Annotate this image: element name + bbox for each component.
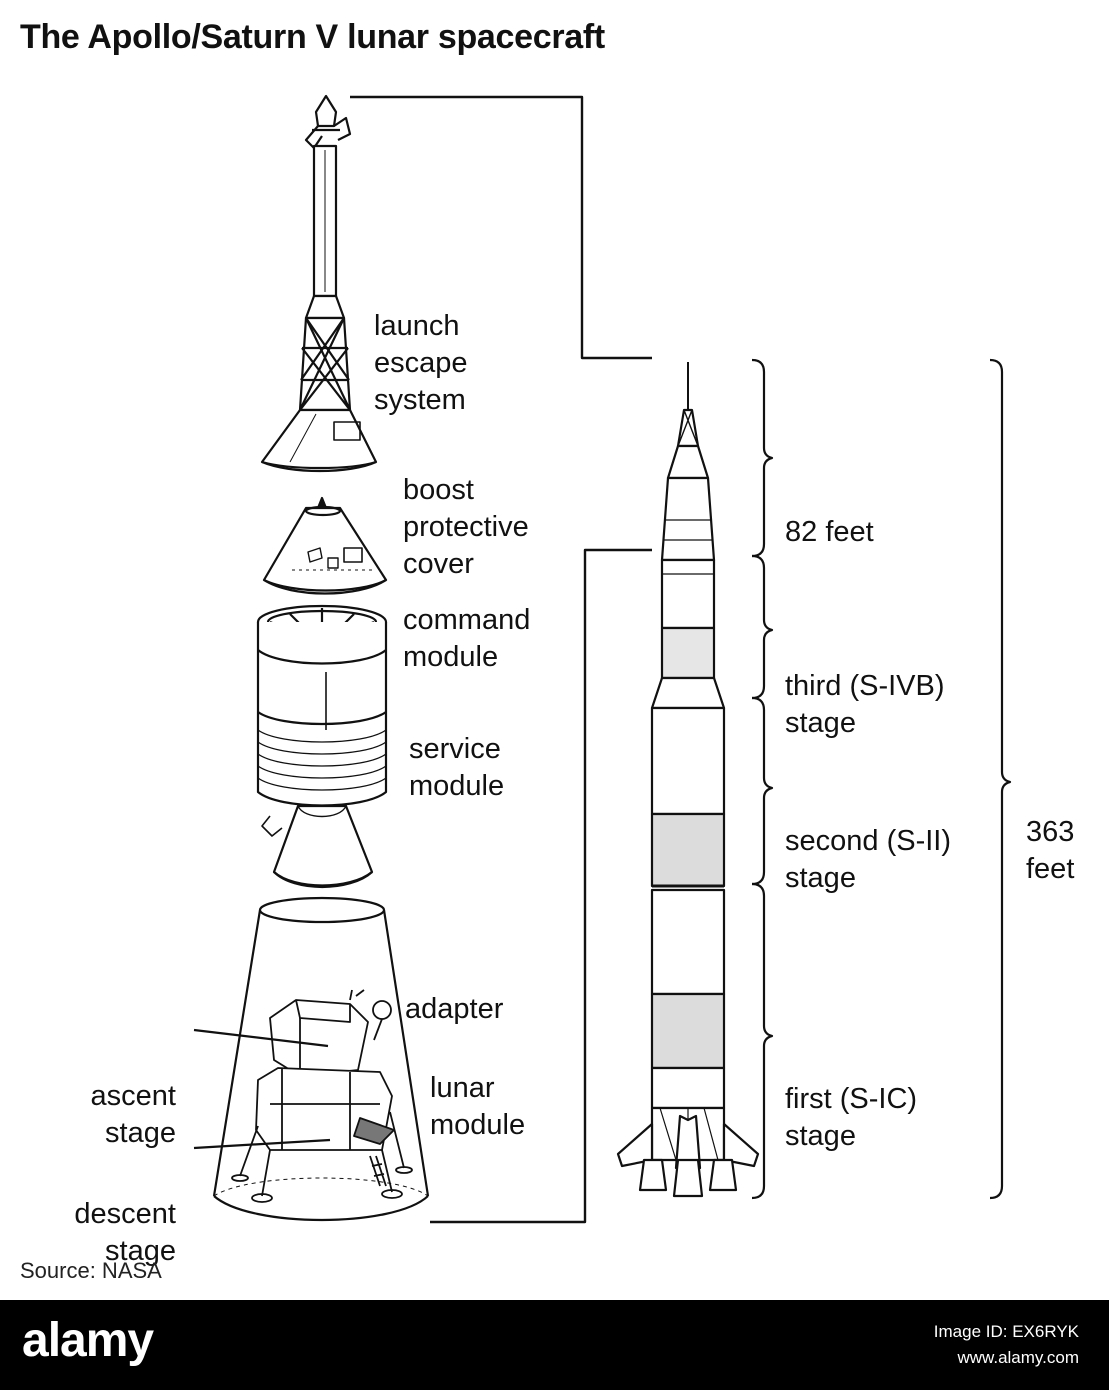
brace-82-feet (751, 358, 774, 558)
watermark-logo: alamy (22, 1314, 154, 1367)
adapter-drawing (212, 896, 430, 1222)
service-module-drawing (256, 604, 388, 888)
adapter-label: adapter (405, 993, 504, 1025)
lunar-module-drawing (231, 989, 413, 1203)
command-module-drawing (262, 496, 388, 595)
diagram: The Apollo/Saturn V lunar spacecraft (20, 18, 1075, 1283)
source-credit: Source: NASA (20, 1258, 162, 1283)
height-82-feet-label: 82 feet (785, 516, 874, 548)
brace-second-stage (751, 696, 774, 886)
brace-third-stage (751, 554, 774, 700)
watermark-bar (0, 1300, 1109, 1390)
brace-first-stage (751, 882, 774, 1200)
lower-bracket (430, 548, 652, 1224)
first-stage-label: first (S-IC)stage (785, 1083, 918, 1152)
launch-escape-system-drawing (260, 94, 378, 473)
watermark-image-id: Image ID: EX6RYK (933, 1322, 1079, 1341)
second-stage-label: second (S-II)stage (785, 825, 951, 894)
diagram-title: The Apollo/Saturn V lunar spacecraft (20, 18, 605, 56)
brace-total-height (989, 358, 1012, 1200)
upper-bracket (350, 95, 652, 360)
descent-stage-leader (193, 1138, 331, 1150)
saturn-v-drawing (616, 362, 760, 1198)
ascent-stage-leader (193, 1028, 329, 1048)
third-stage-label: third (S-IVB)stage (785, 670, 945, 739)
diagram-drawing (193, 94, 1012, 1224)
watermark-url: www.alamy.com (957, 1348, 1079, 1367)
